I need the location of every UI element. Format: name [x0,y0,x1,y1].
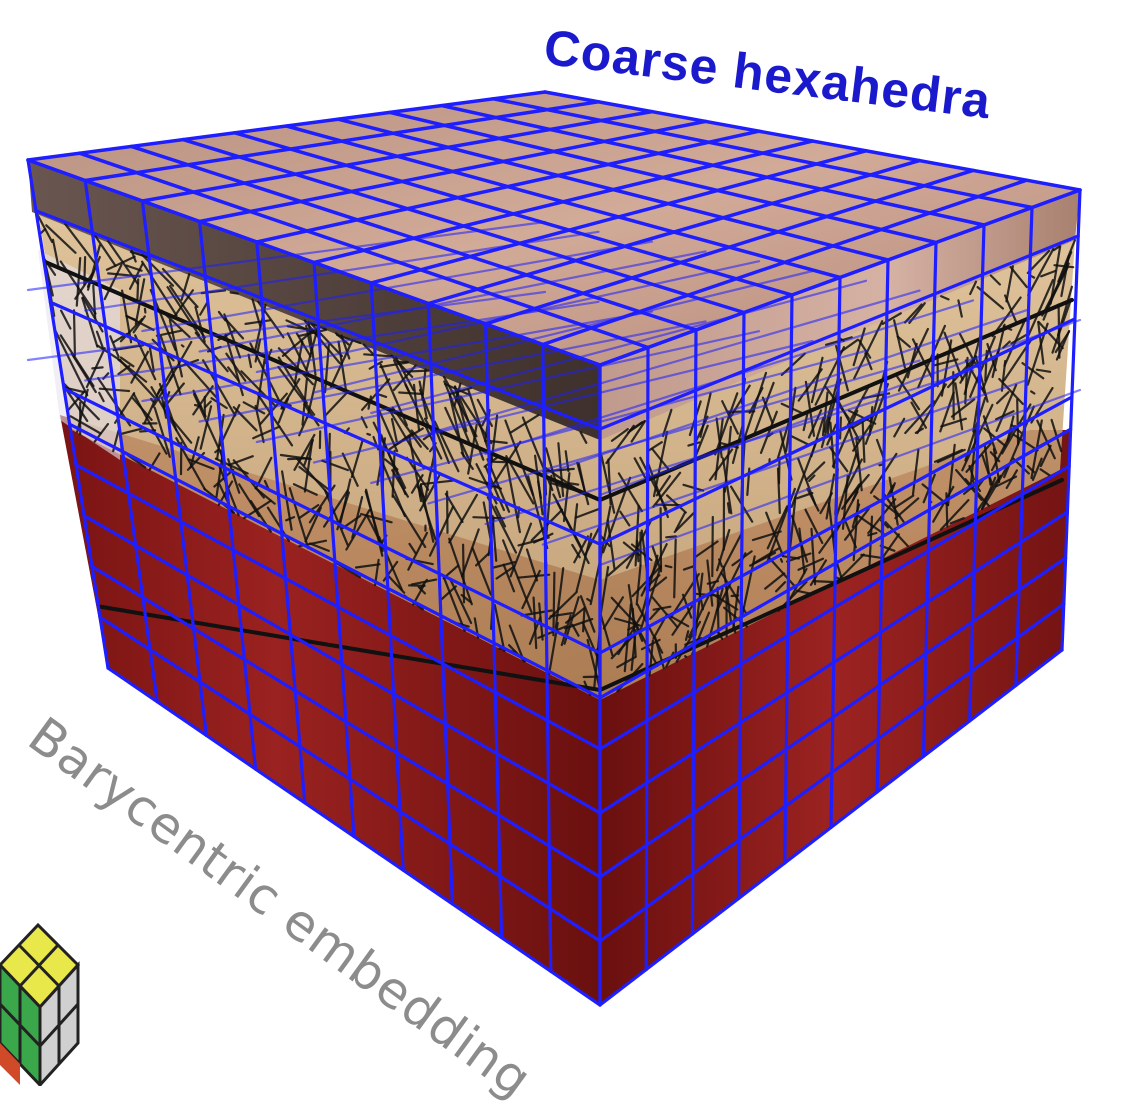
tet-edge [74,310,75,355]
tet-edge [666,566,672,567]
tet-edge [145,309,146,313]
hex-mesh-figure [0,0,1148,1086]
tet-edge [182,345,184,346]
tet-edge [712,517,713,576]
tet-edge [587,599,590,601]
tet-edge [685,656,686,657]
tet-edge [781,559,782,562]
tet-edge [840,418,841,439]
tet-edge [92,367,102,368]
figure: Coarse hexahedra Barycentric embedding [0,0,1148,1086]
tet-edge [231,293,238,294]
tet-edge [553,573,554,636]
tet-edge [814,581,836,582]
tet-edge [367,434,370,435]
tet-edge [473,517,504,518]
tet-edge [1032,276,1035,277]
tet-edge [674,540,676,598]
tet-edge [1059,305,1060,358]
rubiks-cube-icon [0,925,78,1085]
